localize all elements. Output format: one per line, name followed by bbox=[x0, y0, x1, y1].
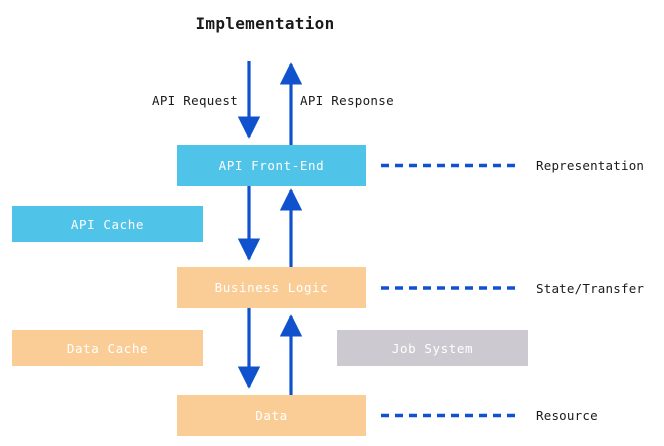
flow-label-api-response: API Response bbox=[300, 93, 394, 108]
node-api-cache[interactable]: API Cache bbox=[12, 206, 203, 242]
page-title: Implementation bbox=[195, 14, 335, 33]
node-api-front-end[interactable]: API Front-End bbox=[177, 145, 366, 186]
flow-label-api-request: API Request bbox=[152, 93, 239, 108]
side-label-representation: Representation bbox=[536, 158, 645, 173]
node-data-cache[interactable]: Data Cache bbox=[12, 330, 203, 366]
side-label-state-transfer: State/Transfer bbox=[536, 281, 645, 296]
node-business-logic[interactable]: Business Logic bbox=[177, 267, 366, 308]
side-label-resource: Resource bbox=[536, 408, 598, 423]
node-job-system[interactable]: Job System bbox=[337, 330, 528, 366]
node-data[interactable]: Data bbox=[177, 395, 366, 436]
